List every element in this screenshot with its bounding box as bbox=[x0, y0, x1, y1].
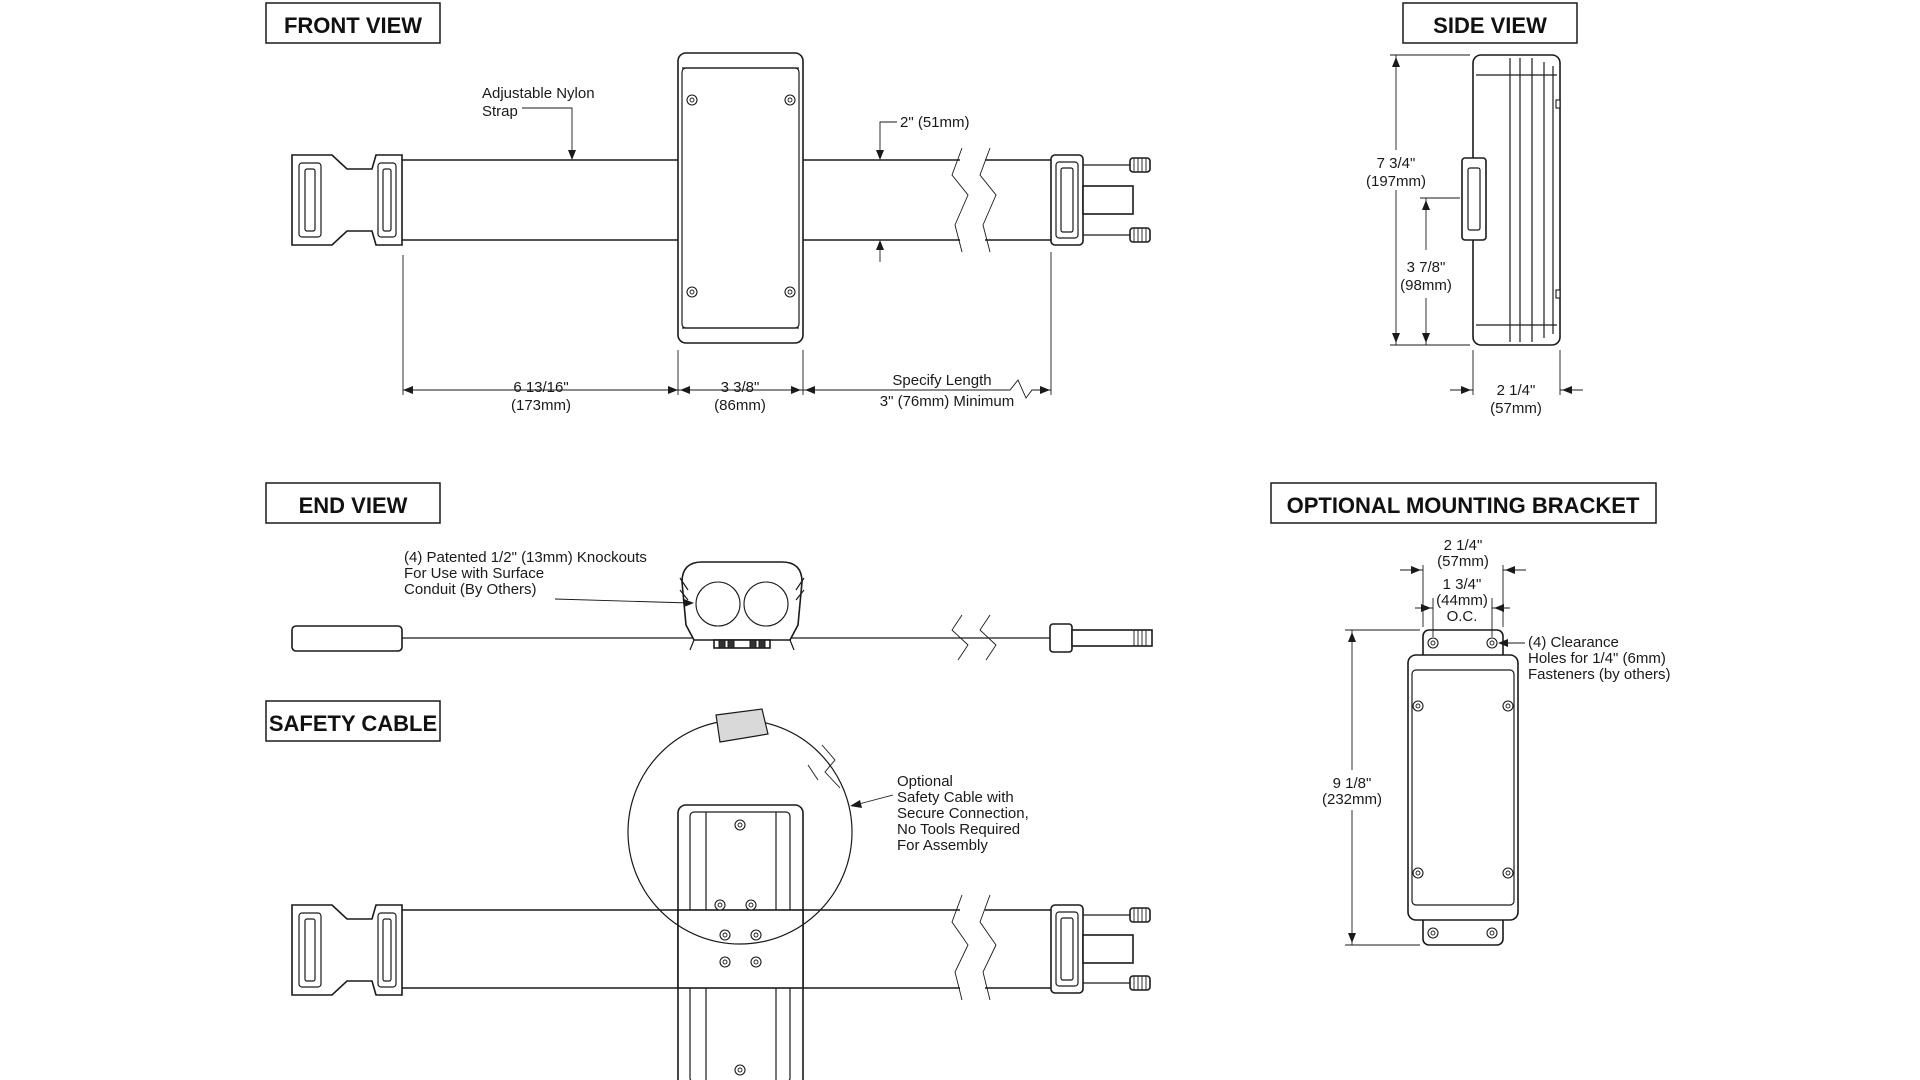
svg-text:3" (76mm) Minimum: 3" (76mm) Minimum bbox=[880, 393, 1015, 410]
clearance-label-line1: (4) Clearance bbox=[1528, 634, 1619, 651]
front-female-buckle bbox=[291, 154, 403, 246]
side-half-height-label: 3 7/8" bbox=[1407, 259, 1446, 276]
safety-cable-view: Optional Safety Cable with Secure Connec… bbox=[291, 708, 1151, 1080]
clearance-label-line2: Holes for 1/4" (6mm) bbox=[1528, 650, 1666, 667]
front-view: Adjustable Nylon Strap 2" (51mm) 6 13/16… bbox=[291, 52, 1151, 414]
safety-cable-title: SAFETY CABLE bbox=[265, 700, 441, 742]
svg-text:Safety Cable with: Safety Cable with bbox=[897, 789, 1014, 806]
safety-note-line5: For Assembly bbox=[897, 837, 988, 854]
strap-label-line2: Strap bbox=[482, 103, 518, 120]
safety-cable-connector bbox=[715, 708, 769, 743]
side-buckle-profile bbox=[1461, 157, 1487, 241]
safety-note-line2: Safety Cable with bbox=[897, 789, 1014, 806]
knockouts-label-line1: (4) Patented 1/2" (13mm) Knockouts bbox=[404, 549, 647, 566]
bracket-housing bbox=[1407, 654, 1519, 921]
side-depth-label: 2 1/4" bbox=[1497, 382, 1536, 399]
body-width-label: 3 3/8" bbox=[721, 379, 760, 396]
svg-text:Holes for 1/4" (6mm): Holes for 1/4" (6mm) bbox=[1528, 650, 1666, 667]
svg-text:(232mm): (232mm) bbox=[1322, 791, 1382, 808]
safety-strap-overlay bbox=[677, 909, 804, 989]
knockout-right bbox=[743, 581, 789, 627]
svg-text:(57mm): (57mm) bbox=[1490, 400, 1542, 417]
side-view-title-text: SIDE VIEW bbox=[1433, 13, 1547, 38]
svg-text:O.C.: O.C. bbox=[1447, 608, 1478, 625]
side-view: 7 3/4" (197mm) 3 7/8" (98mm) 2 1/4" (57m… bbox=[1366, 54, 1583, 417]
svg-text:Conduit (By Others): Conduit (By Others) bbox=[404, 581, 537, 598]
end-female-buckle bbox=[291, 625, 403, 652]
svg-text:Optional: Optional bbox=[897, 773, 953, 790]
safety-note-line4: No Tools Required bbox=[897, 821, 1020, 838]
bracket-title: OPTIONAL MOUNTING BRACKET bbox=[1270, 482, 1657, 524]
svg-text:No Tools Required: No Tools Required bbox=[897, 821, 1020, 838]
strap-label-line1: Adjustable Nylon bbox=[482, 85, 595, 102]
svg-text:(57mm): (57mm) bbox=[1437, 553, 1489, 570]
side-height-label: 7 3/4" bbox=[1377, 155, 1416, 172]
left-length-label: 6 13/16" bbox=[513, 379, 568, 396]
bracket-hole-spacing-label: 1 3/4" bbox=[1443, 576, 1482, 593]
front-view-title: FRONT VIEW bbox=[265, 2, 441, 44]
end-view-title: END VIEW bbox=[265, 482, 441, 524]
bracket-title-text: OPTIONAL MOUNTING BRACKET bbox=[1287, 493, 1640, 518]
bracket-height-label: 9 1/8" bbox=[1333, 775, 1372, 792]
end-view-title-text: END VIEW bbox=[299, 493, 408, 518]
svg-text:Adjustable Nylon: Adjustable Nylon bbox=[482, 85, 595, 102]
knockouts-label-line3: Conduit (By Others) bbox=[404, 581, 537, 598]
svg-text:Fasteners (by others): Fasteners (by others) bbox=[1528, 666, 1671, 683]
strap-width-label: 2" (51mm) bbox=[900, 114, 970, 131]
svg-text:(44mm): (44mm) bbox=[1436, 592, 1488, 609]
side-view-title: SIDE VIEW bbox=[1402, 2, 1578, 44]
safety-female-buckle bbox=[291, 904, 403, 996]
svg-text:(98mm): (98mm) bbox=[1400, 277, 1452, 294]
svg-text:Secure Connection,: Secure Connection, bbox=[897, 805, 1029, 822]
svg-text:For Use with Surface: For Use with Surface bbox=[404, 565, 544, 582]
knockout-left bbox=[695, 581, 741, 627]
clearance-label-line3: Fasteners (by others) bbox=[1528, 666, 1671, 683]
svg-text:(173mm): (173mm) bbox=[511, 397, 571, 414]
svg-text:Strap: Strap bbox=[482, 103, 518, 120]
svg-text:(4) Patented 1/2" (13mm) Knock: (4) Patented 1/2" (13mm) Knockouts bbox=[404, 549, 647, 566]
svg-text:For Assembly: For Assembly bbox=[897, 837, 988, 854]
safety-note-line1: Optional bbox=[897, 773, 953, 790]
front-housing bbox=[677, 52, 804, 344]
end-view: (4) Patented 1/2" (13mm) Knockouts For U… bbox=[291, 549, 1153, 661]
specify-length-label: Specify Length bbox=[892, 372, 991, 389]
svg-text:(197mm): (197mm) bbox=[1366, 173, 1426, 190]
knockouts-label-line2: For Use with Surface bbox=[404, 565, 544, 582]
svg-text:(4) Clearance: (4) Clearance bbox=[1528, 634, 1619, 651]
clearance-hole bbox=[1427, 637, 1439, 649]
mounting-bracket: 2 1/4" (57mm) 1 3/4" (44mm) O.C. (4) Cle… bbox=[1322, 537, 1671, 946]
svg-text:(86mm): (86mm) bbox=[714, 397, 766, 414]
bracket-width-label: 2 1/4" bbox=[1444, 537, 1483, 554]
safety-cable-title-text: SAFETY CABLE bbox=[269, 711, 437, 736]
front-view-title-text: FRONT VIEW bbox=[284, 13, 422, 38]
safety-note-line3: Secure Connection, bbox=[897, 805, 1029, 822]
